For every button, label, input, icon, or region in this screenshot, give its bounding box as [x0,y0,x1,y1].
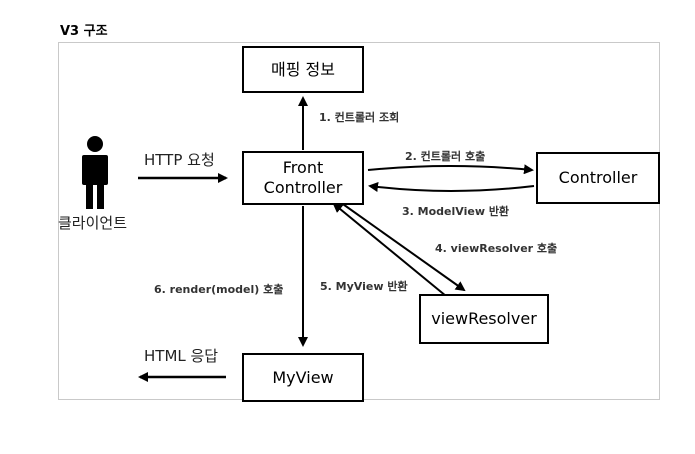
mapping-info-label: 매핑 정보 [271,59,335,79]
arrow-call-controller [367,164,534,175]
arrow-return-modelview [368,182,535,192]
view-resolver-box: viewResolver [419,294,549,344]
client-label: 클라이언트 [58,214,128,232]
mapping-info-box: 매핑 정보 [242,46,364,93]
request-label: HTTP 요청 [144,151,215,169]
step-3-label: 3. ModelView 반환 [402,205,510,218]
controller-label: Controller [558,168,638,187]
controller-box: Controller [536,152,660,204]
myview-label: MyView [272,367,334,387]
diagram-title: V3 구조 [60,24,108,39]
front-controller-box: Front Controller [242,151,364,205]
response-label: HTML 응답 [144,347,219,365]
step-6-label: 6. render(model) 호출 [154,283,284,296]
myview-box: MyView [242,353,364,402]
arrow-call-viewresolver [339,201,466,292]
front-controller-line2: Controller [263,178,343,197]
step-5-label: 5. MyView 반환 [320,280,408,293]
step-4-label: 4. viewResolver 호출 [435,242,558,255]
arrow-return-myview [332,202,447,297]
person-icon [82,136,108,209]
front-controller-line1: Front [282,158,324,177]
view-resolver-label: viewResolver [431,309,537,328]
step-2-label: 2. 컨트롤러 호출 [405,150,486,163]
step-1-label: 1. 컨트롤러 조회 [319,111,400,124]
